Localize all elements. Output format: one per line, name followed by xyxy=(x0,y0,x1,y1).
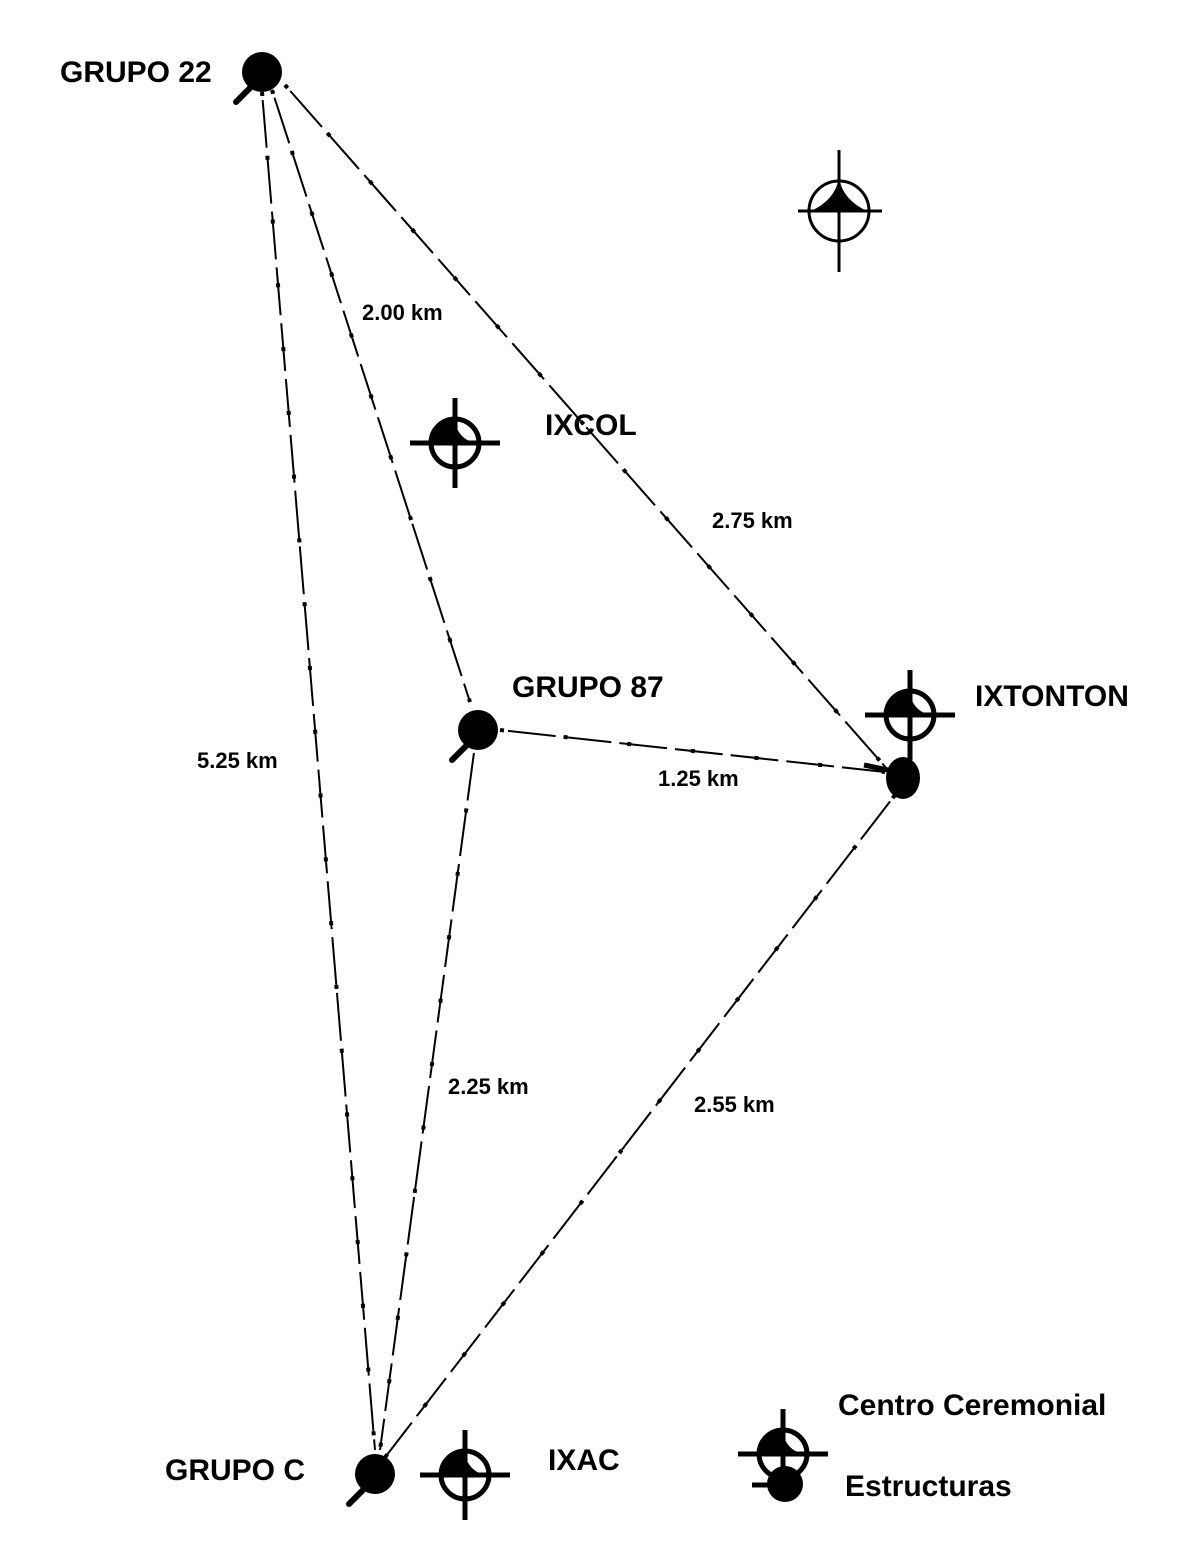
ixac-centro-ceremonial-icon xyxy=(420,1430,510,1520)
distance-label: 2.55 km xyxy=(694,1092,775,1117)
north-arrow-icon xyxy=(798,150,882,272)
route-grupo87-ixtonton xyxy=(499,727,886,775)
distance-label: 2.25 km xyxy=(448,1074,529,1099)
legend: Centro Ceremonial Estructuras xyxy=(738,1389,1106,1503)
legend-estructuras-label: Estructuras xyxy=(845,1470,1012,1503)
route-grupo22-ixtonton xyxy=(282,83,891,772)
label-grupoC: GRUPO C xyxy=(165,1454,305,1487)
distance-label: 2.75 km xyxy=(712,508,793,533)
distance-label: 2.00 km xyxy=(362,300,443,325)
distance-label: 5.25 km xyxy=(197,748,278,773)
legend-centro-ceremonial-label: Centro Ceremonial xyxy=(838,1389,1106,1422)
label-grupo22: GRUPO 22 xyxy=(60,56,212,89)
route-grupo22-grupo87 xyxy=(269,89,473,703)
ixtonton-estructura-icon xyxy=(863,757,920,799)
legend-estructura-icon xyxy=(752,1466,803,1502)
route-grupo87-grupoC xyxy=(377,744,478,1451)
ixtonton-centro-ceremonial-icon xyxy=(865,670,955,760)
label-grupo87: GRUPO 87 xyxy=(512,671,664,704)
grupoC-estructura-icon xyxy=(349,1454,395,1504)
route-grupo22-grupoC xyxy=(259,91,378,1451)
label-ixtonton: IXTONTON xyxy=(975,680,1129,713)
ixcol-centro-ceremonial-icon xyxy=(410,398,500,488)
distance-label: 1.25 km xyxy=(658,766,739,791)
label-ixcol: IXCOL xyxy=(545,409,637,442)
route-ixtonton-grupoC xyxy=(380,793,898,1462)
label-ixac: IXAC xyxy=(548,1444,620,1477)
